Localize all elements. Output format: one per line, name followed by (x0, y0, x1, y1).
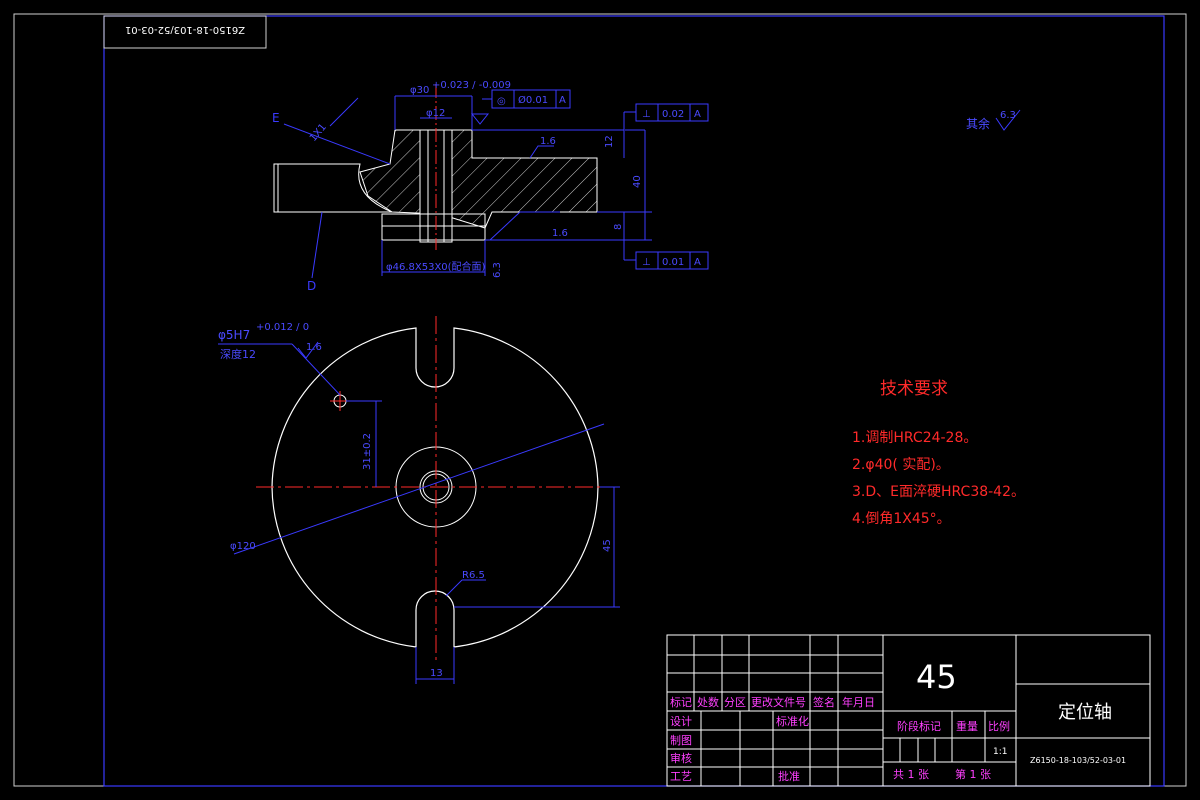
tech-item-1: 1.调制HRC24-28。 (852, 430, 977, 446)
svg-text:1.6: 1.6 (540, 136, 556, 147)
tb-scale: 比例 (988, 719, 1010, 733)
rotated-drawing-number: Z6150-18-103/52-03-01 (125, 24, 245, 35)
tb-weight: 重量 (956, 719, 978, 733)
label-d: D (307, 279, 316, 293)
svg-text:A: A (694, 257, 701, 268)
tech-item-3: 3.D、E面淬硬HRC38-42。 (852, 484, 1025, 500)
dim-radius: R6.5 (462, 570, 485, 581)
svg-text:6.3: 6.3 (1000, 110, 1016, 121)
tb-material: 45 (916, 658, 957, 696)
tb-drafting: 制图 (670, 734, 692, 747)
svg-text:Ø0.01: Ø0.01 (518, 94, 548, 106)
label-e: E (272, 111, 280, 125)
tb-process: 工艺 (670, 770, 692, 783)
rotated-number-box (103, 15, 267, 49)
svg-text:A: A (694, 109, 701, 120)
base-dim: φ46.8X53X0(配合面) (386, 260, 486, 273)
coax-frame: ◎ Ø0.01 A (470, 89, 571, 125)
tb-header-4: 签名 (813, 695, 835, 709)
title-block (666, 634, 1151, 787)
dim-13: 13 (430, 668, 443, 679)
tb-header-0: 标记 (670, 695, 692, 709)
tb-header-3: 更改文件号 (751, 695, 806, 709)
tb-part-name: 定位轴 (1058, 702, 1112, 723)
svg-text:8: 8 (613, 224, 624, 230)
svg-text:40: 40 (632, 175, 643, 188)
svg-text:1.6: 1.6 (306, 342, 322, 353)
tech-requirements: 技术要求 1.调制HRC24-28。 2.φ40( 实配)。 3.D、E面淬硬H… (852, 379, 1025, 527)
inner-frame (103, 15, 1165, 787)
svg-text:6.3: 6.3 (492, 262, 503, 278)
hole-label: φ5H7 (218, 328, 250, 342)
hole-depth: 深度12 (220, 347, 256, 361)
tb-header-5: 年月日 (842, 695, 875, 709)
dim-31: 31±0.2 (362, 433, 373, 470)
perp-frame-top: ⊥ 0.02 A (623, 103, 709, 130)
tb-sheets-total: 共 1 张 (893, 768, 929, 781)
tb-review: 审核 (670, 751, 692, 765)
dim-top-dia: φ30 (410, 85, 429, 96)
perp-frame-bottom: ⊥ 0.01 A (623, 240, 709, 270)
svg-text:A: A (559, 95, 566, 106)
tb-header-2: 分区 (724, 696, 746, 709)
tb-design: 设计 (670, 715, 692, 728)
roughness-other: 其余 6.3 (966, 109, 1021, 131)
tech-item-2: 2.φ40( 实配)。 (852, 457, 950, 473)
tb-stage-mark: 阶段标记 (897, 719, 941, 733)
svg-text:⊥: ⊥ (642, 109, 651, 120)
svg-text:◎: ◎ (497, 96, 506, 107)
dim-top-tol: +0.023 / -0.009 (432, 80, 511, 91)
svg-text:12: 12 (604, 135, 615, 148)
svg-text:其余: 其余 (966, 116, 990, 131)
tb-approve: 批准 (778, 769, 800, 783)
hole-tol: +0.012 / 0 (256, 322, 309, 333)
title-block-text: 标记 处数 分区 更改文件号 签名 年月日 设计 标准化 制图 审核 工艺 批准… (670, 658, 1126, 783)
left-shaft (273, 163, 393, 213)
tb-header-1: 处数 (697, 696, 719, 709)
dim-bore: φ12 (426, 108, 445, 119)
tb-standardize: 标准化 (776, 714, 809, 728)
chamfer-label: 1X1 (308, 122, 329, 144)
tb-sheet-no: 第 1 张 (955, 767, 991, 781)
svg-text:1.6: 1.6 (552, 228, 568, 239)
tb-scale-value: 1:1 (993, 747, 1007, 757)
section-hatch (359, 129, 598, 229)
svg-text:0.02: 0.02 (662, 109, 684, 120)
section-view: φ30 +0.023 / -0.009 φ12 ◎ Ø0.01 A 1X1 E … (272, 80, 709, 293)
dim-45: 45 (602, 539, 613, 552)
svg-text:⊥: ⊥ (642, 257, 651, 268)
tech-title: 技术要求 (880, 379, 948, 399)
dim-dia-120: φ120 (230, 541, 256, 552)
tech-item-4: 4.倒角1X45°。 (852, 511, 951, 527)
svg-text:0.01: 0.01 (662, 257, 684, 268)
tb-drawing-number: Z6150-18-103/52-03-01 (1030, 756, 1126, 765)
plan-view: φ5H7 +0.012 / 0 深度12 1.6 31±0.2 φ120 R6.… (218, 316, 620, 684)
